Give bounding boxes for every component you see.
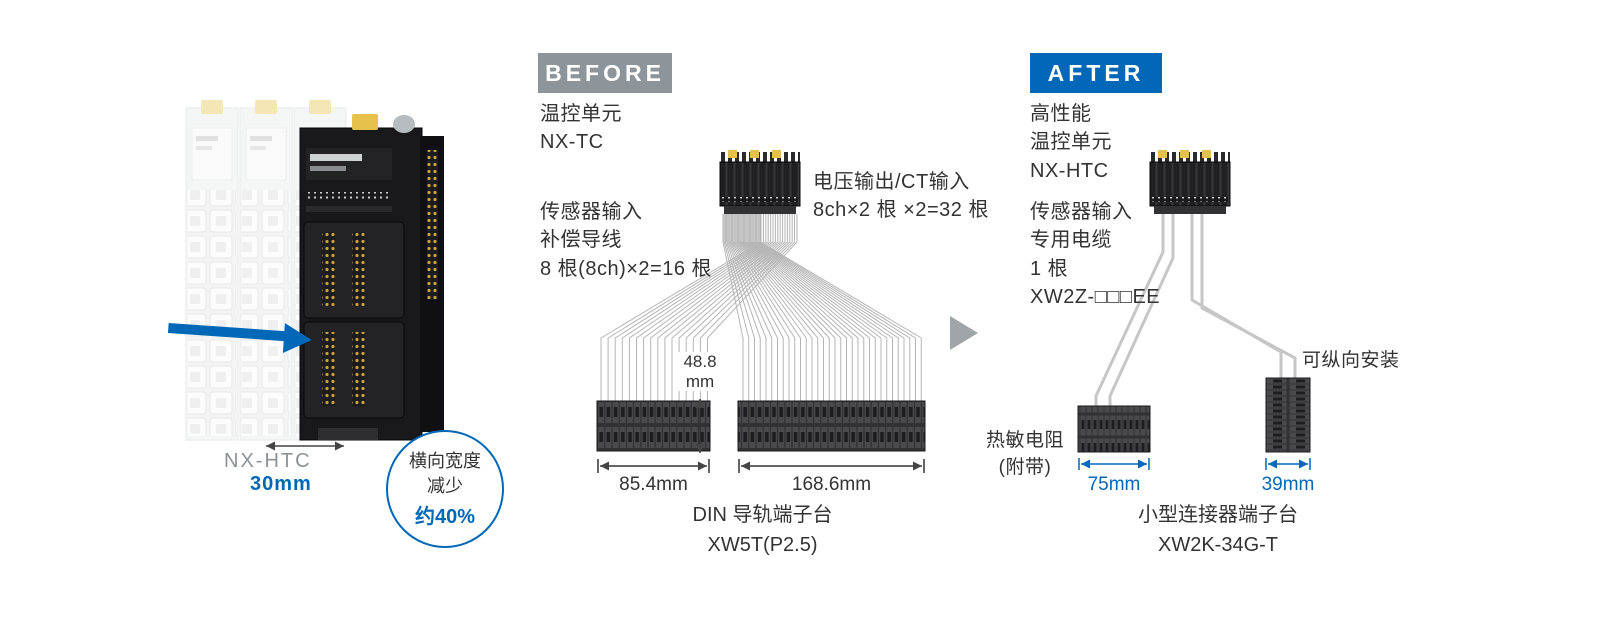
after-controller-unit: [1149, 149, 1231, 215]
before-width-dimension-right: [738, 459, 925, 473]
before-voltage-label: 电压输出/CT输入 8ch×2 根 ×2=32 根: [813, 171, 989, 222]
nx-htc-module: [299, 114, 444, 441]
thermistor-label: 热敏电阻 (附带): [985, 430, 1064, 478]
after-terminal-label: 小型连接器端子台 XW2K-34G-T: [1138, 504, 1298, 556]
before-label: BEFORE: [538, 53, 672, 93]
before-unit-label: 温控单元 NX-TC: [540, 103, 622, 154]
before-controller-unit: [719, 149, 801, 215]
after-label: AFTER: [1030, 53, 1162, 93]
reduction-badge-highlight: 约40%: [414, 505, 476, 528]
before-terminal-block-left: [596, 400, 711, 452]
after-width-left-label: 75mm: [1087, 474, 1141, 495]
reduction-badge-text: 横向宽度 减少: [409, 451, 481, 496]
after-width-dimension-left: [1078, 458, 1150, 470]
after-unit-label: 高性能 温控单元 NX-HTC: [1030, 103, 1112, 182]
vertical-mount-label: 可纵向安装: [1302, 350, 1400, 371]
after-width-right-label: 39mm: [1261, 474, 1315, 495]
after-width-dimension-right: [1265, 458, 1311, 470]
after-cables: [1094, 214, 1297, 407]
after-terminal-block-left: [1077, 405, 1151, 453]
product-width-label: 30mm: [250, 473, 312, 495]
height-dimension-label: 48.8 mm: [674, 352, 726, 392]
after-cable-label: 传感器输入 专用电缆 1 根 XW2Z-□□□EE: [1030, 201, 1161, 309]
nx-module-stack-illustration: [167, 100, 444, 451]
before-sensor-label: 传感器输入 补偿导线 8 根(8ch)×2=16 根: [540, 201, 713, 280]
product-name-label: NX-HTC: [224, 450, 312, 472]
before-width-right-label: 168.6mm: [791, 474, 872, 495]
before-width-dimension-left: [597, 459, 710, 473]
before-width-left-label: 85.4mm: [619, 474, 688, 495]
before-terminal-block-right: [737, 400, 926, 452]
pointer-arrow-icon: [167, 322, 312, 354]
before-terminal-label: DIN 导轨端子台 XW5T(P2.5): [692, 504, 833, 556]
after-terminal-block-right: [1265, 377, 1311, 453]
next-arrow-icon: [950, 316, 978, 350]
reduction-badge: 横向宽度 减少 约40%: [386, 430, 504, 548]
